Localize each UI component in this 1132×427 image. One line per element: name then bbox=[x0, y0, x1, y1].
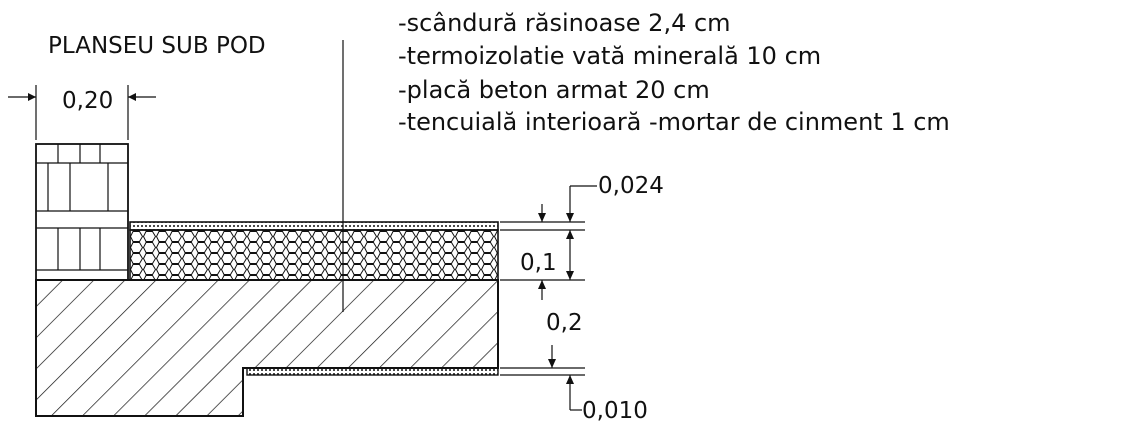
dim-plaster: 0,010 bbox=[582, 398, 648, 424]
drawing-title: PLANSEU SUB POD bbox=[48, 33, 266, 59]
dim-board: 0,024 bbox=[598, 173, 664, 199]
board-layer bbox=[129, 221, 499, 231]
masonry-wall bbox=[35, 143, 129, 281]
layer-label-slab: -placă beton armat 20 cm bbox=[398, 76, 710, 104]
dim-wall-width: 0,20 bbox=[62, 88, 113, 114]
vertical-dimensions: 0,024 0,1 0,2 0,010 bbox=[500, 173, 664, 424]
layer-label-insulation: -termoizolatie vată minerală 10 cm bbox=[398, 42, 821, 70]
layer-label-board: -scândură răsinoase 2,4 cm bbox=[398, 9, 731, 37]
plaster-layer bbox=[246, 367, 499, 376]
layer-label-plaster: -tencuială interioară -mortar de cinment… bbox=[398, 108, 950, 136]
concrete-slab bbox=[35, 279, 499, 417]
wall-width-dimension: 0,20 bbox=[8, 85, 156, 140]
insulation-layer bbox=[129, 229, 499, 281]
dim-insulation: 0,1 bbox=[520, 250, 557, 276]
dim-slab: 0,2 bbox=[546, 310, 583, 336]
